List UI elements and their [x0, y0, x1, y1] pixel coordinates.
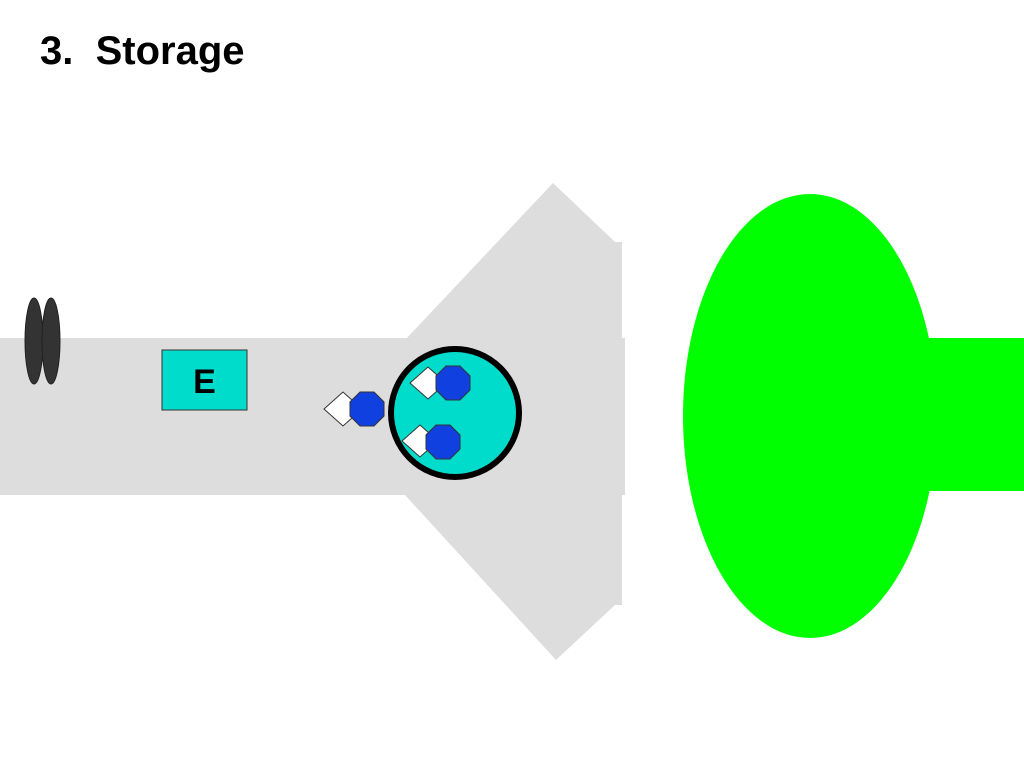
presynaptic-neuron — [0, 183, 625, 660]
postsynaptic-body — [683, 194, 937, 638]
transporter-icon — [24, 297, 61, 385]
stored-neurotransmitter-icon — [409, 365, 471, 401]
slide-title: 3. Storage — [40, 29, 245, 73]
enzyme-label: E — [193, 363, 216, 401]
free-neurotransmitter-icon — [323, 391, 385, 427]
enzyme-box: E — [161, 349, 248, 411]
storage-vesicle — [388, 346, 522, 480]
postsynaptic-cell — [683, 194, 1024, 638]
stored-neurotransmitter-icon — [401, 424, 461, 460]
